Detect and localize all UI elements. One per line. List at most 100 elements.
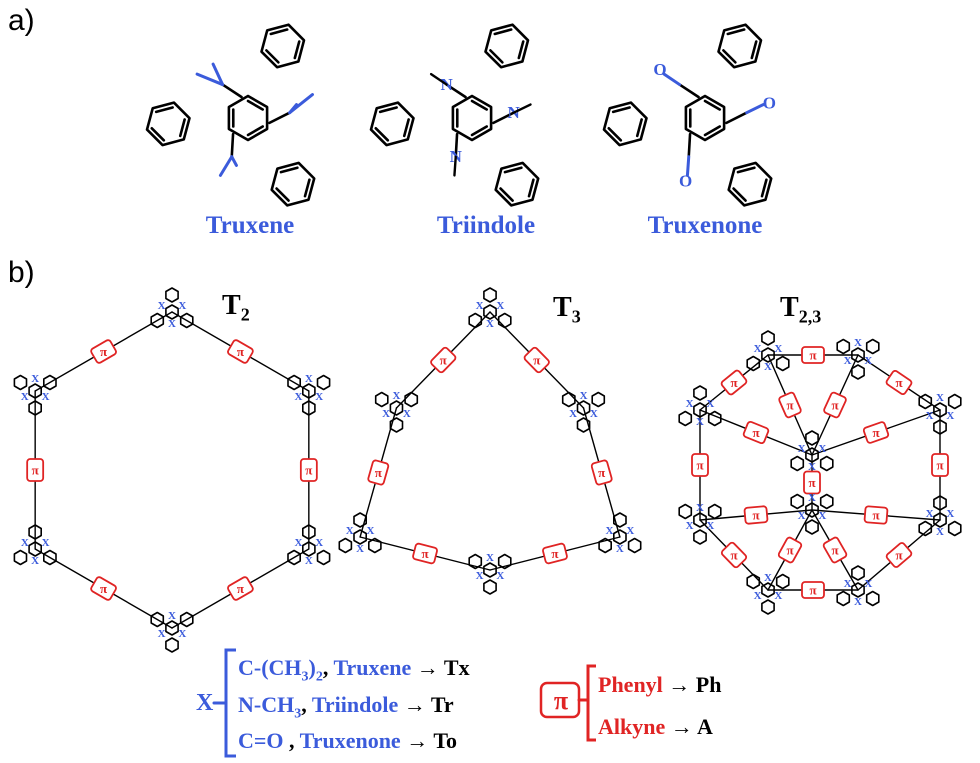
node-outer-ring [367, 537, 382, 554]
bridge-bond [687, 132, 692, 159]
node-outer-ring [836, 338, 851, 355]
methyl-bond [211, 62, 225, 87]
node-x-atom: X [616, 543, 624, 555]
node-outer-ring [353, 512, 368, 528]
node-x-atom: X [294, 537, 302, 549]
double-bond [265, 49, 280, 64]
truxene-node: XXX [678, 502, 722, 545]
node-x-atom: X [764, 361, 772, 373]
node-outer-ring [28, 524, 43, 540]
linker-pi-symbol: π [730, 548, 737, 563]
node-x-atom: X [315, 537, 323, 549]
node-x-atom: X [774, 590, 782, 602]
node-outer-ring [150, 611, 165, 628]
node-outer-ring [819, 455, 834, 472]
linker-box [412, 542, 438, 565]
node-core-ring [805, 447, 819, 463]
double-bond [279, 166, 299, 174]
node-x-atom: X [854, 596, 862, 608]
double-bond [493, 28, 513, 36]
node-outer-ring [947, 393, 962, 410]
linker-box [801, 581, 825, 599]
node-x-atom: X [476, 570, 484, 582]
linker-pi-symbol: π [752, 508, 759, 523]
node-outer-ring [483, 287, 497, 303]
linker-pi-symbol: π [551, 546, 558, 561]
double-bond [703, 99, 722, 111]
node-core-ring [165, 304, 179, 320]
node-outer-ring [497, 553, 512, 570]
node-x-atom: X [626, 525, 634, 537]
bridge-bond [725, 111, 748, 125]
node-outer-ring [678, 410, 693, 427]
truxene-node: XXX [790, 492, 834, 535]
node-x-atom: X [864, 578, 872, 590]
legend-x-symbol: X [196, 690, 214, 716]
truxene-node: XXX [374, 390, 419, 433]
node-outer-ring [933, 419, 947, 435]
methyl-bond [288, 93, 314, 115]
pi-linker: π [171, 311, 310, 392]
node-outer-ring [918, 393, 933, 410]
network-label-t2: T2 [222, 290, 250, 325]
node-outer-ring [591, 391, 606, 408]
node-core-ring [851, 347, 865, 363]
node-x-atom: X [844, 578, 852, 590]
methyl-bond [195, 72, 225, 87]
linker-pi-symbol: π [440, 353, 447, 368]
linker-pi-symbol: π [237, 581, 244, 596]
pi-linker: π [489, 311, 585, 409]
linker-box [863, 505, 889, 525]
node-x-atom: X [158, 300, 166, 312]
truxene-node: XXX [918, 392, 962, 435]
legend-pi-symbol: π [553, 686, 569, 715]
pi-linker: π [699, 519, 769, 591]
node-core-ring [612, 529, 627, 545]
node-outer-ring [468, 312, 483, 329]
node-outer-ring [612, 512, 627, 528]
node-core-ring [389, 400, 404, 416]
node-outer-ring [179, 312, 194, 329]
node-x-atom: X [590, 408, 598, 420]
truxene-node: XXX [918, 495, 962, 538]
outer-benzene-ring [145, 101, 191, 147]
outer-benzene-ring [270, 161, 316, 207]
outer-benzene-ring [727, 161, 773, 207]
methyl-bond [230, 155, 238, 167]
panel-b-label: b) [8, 256, 35, 289]
pi-linker: π [811, 354, 859, 456]
node-x-atom: X [496, 300, 504, 312]
pi-linker: π [811, 509, 859, 591]
double-bond [275, 187, 290, 202]
linker-pi-symbol: π [936, 458, 943, 473]
pi-linker: π [34, 548, 173, 629]
node-outer-ring [693, 385, 707, 401]
linker-pi-symbol: π [752, 425, 759, 440]
oxygen-atom: O [679, 172, 692, 191]
node-core-ring [165, 620, 179, 636]
core-ring [227, 94, 269, 142]
double-bond [470, 125, 489, 137]
truxene-node: XXX [468, 287, 512, 330]
node-x-atom: X [686, 398, 694, 410]
double-bond [517, 40, 525, 60]
double-bond [246, 99, 265, 111]
node-x-atom: X [818, 443, 826, 455]
linker-pi-symbol: π [730, 375, 737, 390]
bridge-bond [221, 83, 243, 99]
node-outer-ring [746, 355, 761, 372]
double-bond [750, 40, 758, 60]
double-bond [178, 118, 186, 138]
panel-a-label: a) [8, 4, 35, 37]
node-outer-ring [746, 573, 761, 590]
node-outer-ring [805, 430, 819, 446]
pi-linker: π [299, 390, 318, 550]
node-outer-ring [42, 549, 57, 566]
linker-box [823, 391, 847, 419]
double-bond [402, 118, 410, 138]
node-x-atom: X [936, 392, 944, 404]
